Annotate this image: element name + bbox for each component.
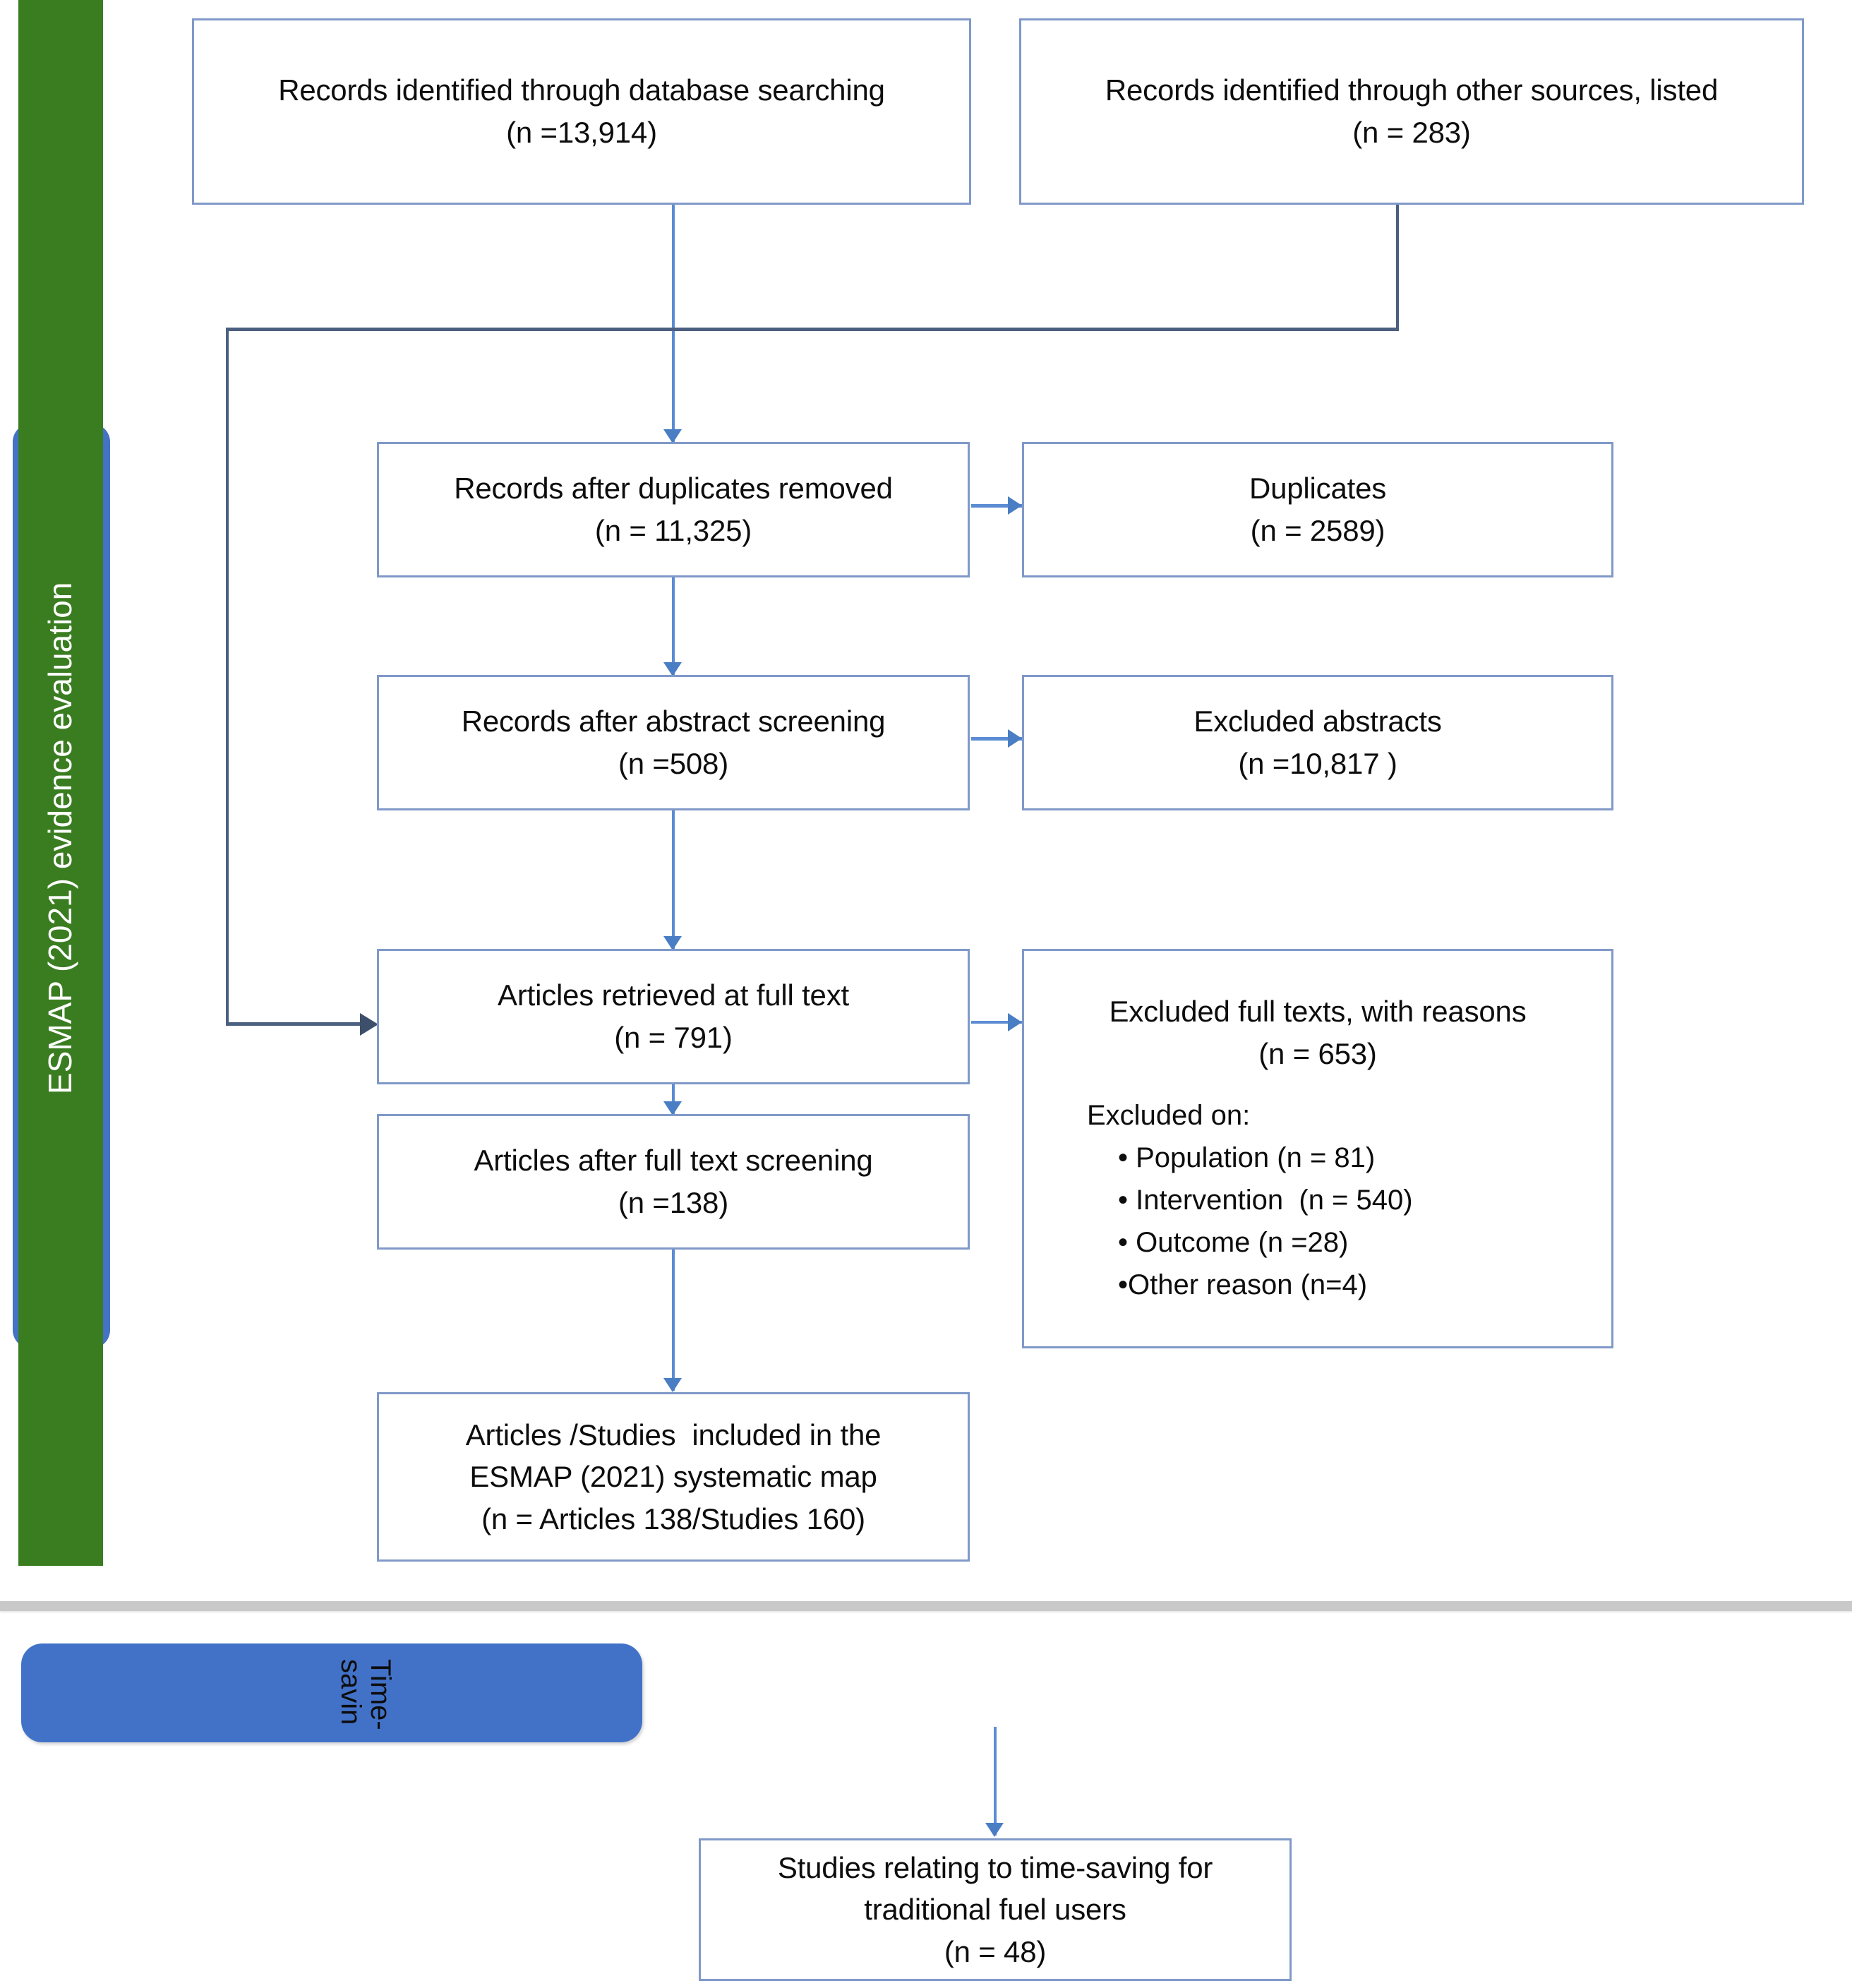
- box-excluded-abstracts: Excluded abstracts (n =10,817 ): [1022, 675, 1613, 810]
- box-excluded-full-texts: Excluded full texts, with reasons (n = 6…: [1022, 949, 1613, 1348]
- connector-abstract-screening-to-full-text: [672, 810, 675, 950]
- box-articles-studies-included: Articles /Studies included in the ESMAP …: [377, 1392, 970, 1562]
- connector-after-full-text-to-included: [672, 1250, 675, 1391]
- box-line-2: (n =13,914): [506, 116, 657, 149]
- box-line-2: (n =508): [618, 747, 728, 780]
- box-line-1: Articles retrieved at full text: [498, 978, 849, 1012]
- box-line-1: Records identified through other sources…: [1105, 73, 1719, 107]
- connector-duplicates-removed-to-duplicates: [971, 504, 1022, 508]
- box-line-2: (n = 653): [1258, 1036, 1377, 1070]
- box-line-3: (n = Articles 138/Studies 160): [481, 1502, 865, 1535]
- arrowhead-down-time-saving-studies: [985, 1823, 1004, 1837]
- box-line-2: ESMAP (2021) systematic map: [469, 1460, 877, 1494]
- box-line-3: (n = 48): [944, 1934, 1047, 1968]
- arrowhead-right-duplicates: [1008, 496, 1022, 515]
- connector-db-search-to-duplicates-removed: [672, 205, 675, 443]
- box-line-1: Records after abstract screening: [461, 705, 886, 738]
- box-articles-retrieved-full-text: Articles retrieved at full text (n = 791…: [377, 949, 970, 1084]
- box-records-database-search: Records identified through database sear…: [192, 18, 971, 205]
- connector-other-sources-down-left: [226, 328, 229, 1024]
- arrowhead-down-abstract-screening: [663, 662, 682, 676]
- arrowhead-down-after-full-text-screening: [663, 1101, 682, 1115]
- connector-abstract-screening-to-excluded-abstracts: [971, 737, 1022, 741]
- box-line-1: Records after duplicates removed: [454, 472, 893, 505]
- box-duplicates: Duplicates (n = 2589): [1022, 442, 1613, 577]
- excluded-reasons-items: • Population (n = 81) • Intervention (n …: [1087, 1137, 1595, 1306]
- box-articles-after-full-text-screening: Articles after full text screening (n =1…: [377, 1114, 970, 1250]
- box-line-2: (n =10,817 ): [1238, 747, 1397, 780]
- box-line-2: (n =138): [618, 1186, 728, 1219]
- connector-duplicates-removed-to-abstract-screening: [672, 577, 675, 676]
- box-line-2: traditional fuel users: [864, 1893, 1126, 1927]
- box-records-after-duplicates-removed: Records after duplicates removed (n = 11…: [377, 442, 970, 577]
- box-line-1: Records identified through database sear…: [278, 73, 885, 107]
- time-saving-phase-pill-label: Time-savin: [335, 1659, 396, 1730]
- connector-other-sources-drop: [1396, 205, 1399, 330]
- reason-intervention: • Intervention (n = 540): [1118, 1185, 1413, 1216]
- box-line-1: Articles after full text screening: [474, 1144, 873, 1178]
- box-line-1: Excluded abstracts: [1193, 705, 1442, 738]
- connector-other-sources-across: [226, 328, 1399, 331]
- section-divider: [0, 1601, 1852, 1611]
- box-line-2: (n = 283): [1352, 116, 1471, 149]
- box-line-1: Articles /Studies included in the: [465, 1418, 882, 1451]
- connector-other-sources-into-full-text: [226, 1022, 370, 1026]
- excluded-reasons-list: Excluded on: • Population (n = 81) • Int…: [1087, 1094, 1595, 1306]
- connector-full-text-to-after-full-text-screening: [672, 1084, 675, 1115]
- arrowhead-right-excluded-abstracts: [1008, 729, 1022, 748]
- arrowhead-right-excluded-full-texts: [1008, 1013, 1022, 1031]
- arrowhead-down-full-text-retrieved: [663, 936, 682, 950]
- arrowhead-right-full-text-retrieved: [360, 1013, 378, 1036]
- connector-into-time-saving-studies: [994, 1727, 997, 1836]
- box-line-2: (n = 2589): [1250, 514, 1385, 547]
- phase-band-label: ESMAP (2021) evidence evaluation: [42, 582, 78, 1094]
- time-saving-phase-pill: [21, 1643, 642, 1742]
- reason-population: • Population (n = 81): [1118, 1142, 1376, 1173]
- box-line-2: (n = 11,325): [594, 514, 752, 547]
- box-line-1: Duplicates: [1249, 472, 1387, 505]
- box-line-1: Studies relating to time-saving for: [777, 1850, 1213, 1884]
- box-records-other-sources: Records identified through other sources…: [1019, 18, 1804, 205]
- connector-full-text-to-excluded-full-texts: [971, 1021, 1022, 1024]
- box-line-2: (n = 791): [614, 1021, 733, 1054]
- box-line-1: Excluded full texts, with reasons: [1109, 995, 1527, 1028]
- arrowhead-down-included: [663, 1378, 682, 1392]
- box-time-saving-studies: Studies relating to time-saving for trad…: [699, 1838, 1292, 1981]
- phase-band-green: [18, 0, 103, 1566]
- box-records-after-abstract-screening: Records after abstract screening (n =508…: [377, 675, 970, 810]
- arrowhead-down-duplicates-removed: [663, 429, 682, 443]
- excluded-reasons-heading: Excluded on:: [1087, 1100, 1251, 1131]
- reason-outcome: • Outcome (n =28): [1118, 1227, 1349, 1258]
- reason-other: •Other reason (n=4): [1118, 1269, 1368, 1300]
